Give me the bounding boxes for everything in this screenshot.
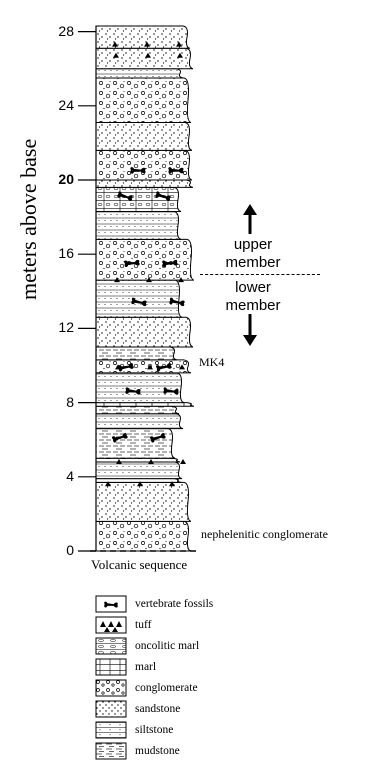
layer-siltstone [96,69,183,78]
layer-sandstone [96,317,193,347]
legend-item-sandstone: sandstone [95,700,180,718]
layer-siltstone [96,462,182,479]
tick-label: 8 [44,394,74,410]
layer-sandstone [96,180,193,187]
legend-item-tuff: tuff [95,616,151,634]
layer-conglomerate [96,521,191,551]
tick-label: 20 [44,171,74,187]
layer-tuff [96,479,181,483]
legend-label: oncolitic marl [135,640,199,652]
down-arrow-icon [243,314,257,346]
layer-conglomerate [96,150,192,180]
layer-siltstone [96,212,181,240]
member-boundary-line [200,274,320,275]
tick-label: 12 [44,319,74,335]
legend-label: marl [135,661,156,673]
y-axis-label: meters above base [16,139,42,300]
legend-item-mudstone: mudstone [95,742,180,760]
layer-mudstone [96,429,175,459]
legend-item-oncolitic: oncolitic marl [95,637,199,655]
up-arrow-icon [243,204,257,234]
legend-label: mudstone [135,745,180,757]
layer-siltstone [96,280,182,317]
nephelenitic-label: nephelenitic conglomerate [201,527,328,542]
legend-item-siltstone: siltstone [95,721,173,739]
upper-member-label: upper member [208,236,298,272]
layer-sandstone [96,48,193,68]
member-arrows [238,200,268,350]
layer-siltstone [96,373,184,403]
legend-item-conglomerate: conglomerate [95,679,198,697]
layer-mudstone [96,347,177,360]
tick-label: 16 [44,245,74,261]
sandstone-swatch-icon [95,700,127,718]
layer-siltstone [96,414,183,429]
legend-label: conglomerate [135,682,198,694]
mudstone-swatch-icon [95,742,127,760]
layer-marl [96,403,194,407]
legend-label: siltstone [135,724,173,736]
layer-conglomerate [96,360,191,373]
tuff-marker [180,459,186,464]
legend-item-vertebrate: vertebrate fossils [95,595,213,613]
layer-tuff [96,458,180,462]
tick-label: 0 [44,542,74,558]
oncolitic-swatch-icon [95,637,127,655]
layer-sandstone [96,122,192,150]
tuff-swatch-icon [95,616,127,634]
layer-sandstone [96,482,191,521]
layer-mudstone [96,406,179,413]
legend-item-marl: marl [95,658,156,676]
vertebrate-swatch-icon [95,595,127,613]
legend-label: vertebrate fossils [135,598,213,610]
volcanic-sequence-label: Volcanic sequence [91,557,187,573]
tick-label: 24 [44,97,74,113]
siltstone-swatch-icon [95,721,127,739]
conglomerate-swatch-icon [95,679,127,697]
lower-member-label: lower member [208,279,298,315]
legend-label: sandstone [135,703,180,715]
tick-label: 4 [44,468,74,484]
layer-sandstone [96,26,190,48]
tick-label: 28 [44,23,74,39]
mk4-label: MK4 [199,355,224,370]
marl-swatch-icon [95,658,127,676]
legend-label: tuff [135,619,151,631]
layer-conglomerate [96,78,191,123]
layer-conglomerate [96,239,194,280]
